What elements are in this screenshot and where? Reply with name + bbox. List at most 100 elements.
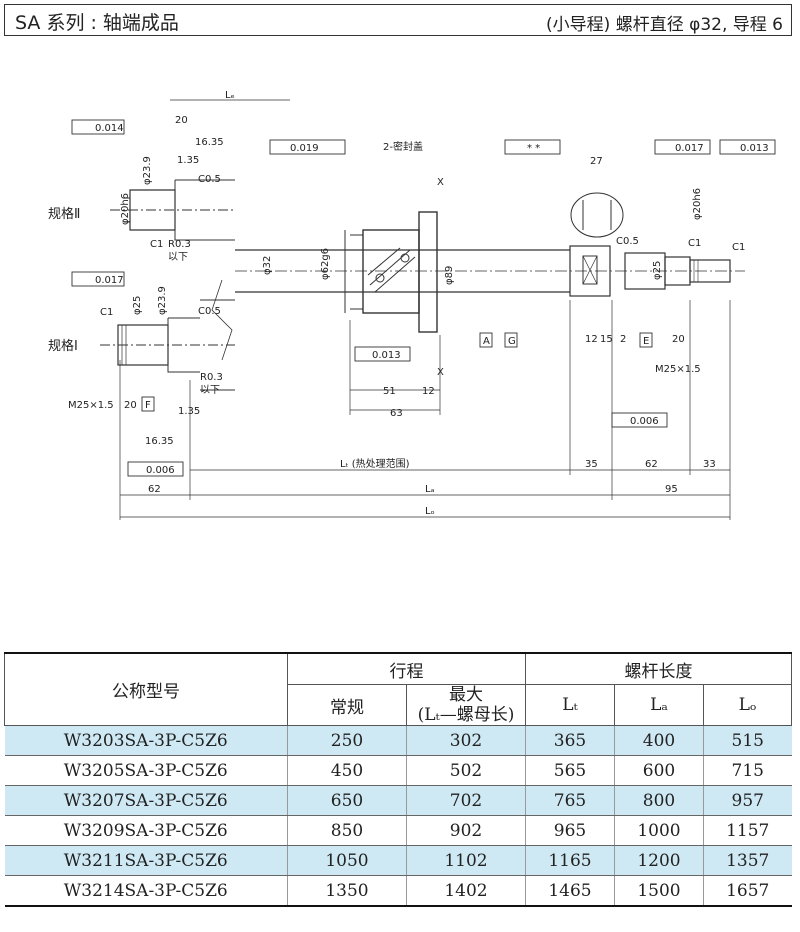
page-subtitle: (小导程) 螺杆直径 φ32, 导程 6 — [546, 15, 783, 35]
dim-2: 2 — [620, 334, 626, 345]
cell-normal: 450 — [287, 755, 407, 786]
right-shaft-end — [569, 192, 731, 297]
cell-max: 1402 — [406, 875, 526, 907]
cell-lo: 715 — [703, 755, 792, 786]
cell-normal: 1050 — [287, 845, 407, 876]
spec2-shaft-end — [110, 179, 235, 241]
cell-model: W3207SA-3P-C5Z6 — [4, 785, 288, 816]
datum-g: G — [508, 336, 516, 347]
lo-label: Lₒ — [425, 506, 435, 517]
dim-c1-bottom: C1 — [100, 307, 113, 318]
screw-shaft — [235, 249, 745, 293]
col-length: 螺杆长度 — [525, 652, 792, 685]
col-la: Lₐ — [614, 684, 704, 726]
dim-c05-right: C0.5 — [616, 236, 639, 247]
cell-model: W3205SA-3P-C5Z6 — [4, 755, 288, 786]
cell-la: 1000 — [614, 815, 704, 846]
dim-15: 15 — [600, 334, 613, 345]
section-x-bottom: X — [437, 367, 444, 378]
table-row: W3207SA-3P-C5Z6 650 702 765 800 957 — [4, 785, 792, 816]
tol-5: 0.017 — [675, 143, 704, 154]
table-row: W3214SA-3P-C5Z6 1350 1402 1465 1500 1657 — [4, 875, 792, 907]
cell-max: 302 — [406, 725, 526, 756]
cell-normal: 650 — [287, 785, 407, 816]
cell-max: 1102 — [406, 845, 526, 876]
dim-135-bottom: 1.35 — [178, 406, 200, 417]
dim-12: 12 — [422, 386, 435, 397]
cell-la: 1500 — [614, 875, 704, 907]
cell-lo: 1157 — [703, 815, 792, 846]
dim-d239-top: φ23.9 — [142, 156, 153, 185]
cell-model: W3211SA-3P-C5Z6 — [4, 845, 288, 876]
page-title: SA 系列 : 轴端成品 — [15, 12, 179, 34]
cell-lt: 765 — [525, 785, 615, 816]
dim-c1-right-b: C1 — [732, 242, 745, 253]
spec1-shaft-end — [100, 317, 235, 373]
dim-63: 63 — [390, 408, 403, 419]
dim-d20h6-left: φ20h6 — [120, 193, 131, 225]
spec-table: 公称型号 行程 螺杆长度 常规 最大 (Lₜ—螺母长) Lₜ Lₐ Lₒ W32… — [4, 652, 792, 907]
dim-35: 35 — [585, 459, 598, 470]
cell-lt: 1165 — [525, 845, 615, 876]
dim-135-top: 1.35 — [177, 155, 199, 166]
dim-m25-left: M25×1.5 — [68, 400, 114, 411]
tol-6: 0.013 — [372, 350, 401, 361]
dim-20c: 20 — [672, 334, 685, 345]
col-max-note: (Lₜ—螺母长) — [417, 705, 515, 725]
dim-d25-right: φ25 — [652, 261, 663, 280]
section-x-top: X — [437, 177, 444, 188]
dim-62-left: 62 — [148, 484, 161, 495]
la-label: Lₐ — [425, 484, 435, 495]
table-row: W3209SA-3P-C5Z6 850 902 965 1000 1157 — [4, 815, 792, 846]
col-normal: 常规 — [287, 684, 407, 726]
spec2-label: 规格Ⅱ — [48, 206, 80, 222]
dim-below-bottom: 以下 — [200, 385, 220, 396]
cell-normal: 250 — [287, 725, 407, 756]
datum-f: F — [145, 400, 151, 411]
cell-lo: 1657 — [703, 875, 792, 907]
cell-normal: 1350 — [287, 875, 407, 907]
dim-m25-right: M25×1.5 — [655, 364, 701, 375]
col-max-label: 最大 — [449, 685, 483, 705]
dim-r03-top: R0.3 — [168, 239, 191, 250]
col-lo: Lₒ — [703, 684, 792, 726]
table-row: W3211SA-3P-C5Z6 1050 1102 1165 1200 1357 — [4, 845, 792, 876]
table-row: W3205SA-3P-C5Z6 450 502 565 600 715 — [4, 755, 792, 786]
dim-d89: φ89 — [444, 266, 455, 285]
cell-model: W3209SA-3P-C5Z6 — [4, 815, 288, 846]
cell-lo: 1357 — [703, 845, 792, 876]
cell-max: 702 — [406, 785, 526, 816]
dim-27: 27 — [590, 156, 603, 167]
cell-model: W3214SA-3P-C5Z6 — [4, 875, 288, 907]
dim-d25-left: φ25 — [132, 296, 143, 315]
dim-c1-top: C1 — [150, 239, 163, 250]
col-model: 公称型号 — [4, 652, 288, 726]
tol-7: 0.006 — [630, 416, 659, 427]
tol-4: 0.013 — [740, 143, 769, 154]
dim-d62g6: φ62g6 — [320, 248, 331, 280]
spec1-label: 规格Ⅰ — [48, 338, 78, 354]
cell-lt: 965 — [525, 815, 615, 846]
cell-lt: 1465 — [525, 875, 615, 907]
tol-1: 0.014 — [95, 123, 124, 134]
col-max: 最大 (Lₜ—螺母长) — [406, 684, 526, 726]
cell-model: W3203SA-3P-C5Z6 — [4, 725, 288, 756]
tol-3: 0.019 — [290, 143, 319, 154]
dim-12b: 12 — [585, 334, 598, 345]
dim-62-right: 62 — [645, 459, 658, 470]
cell-lt: 565 — [525, 755, 615, 786]
col-lt: Lₜ — [525, 684, 615, 726]
tolerance-frames — [71, 119, 776, 477]
ball-nut — [344, 211, 438, 333]
cell-la: 600 — [614, 755, 704, 786]
datum-e: E — [643, 336, 649, 347]
dim-33: 33 — [703, 459, 716, 470]
cell-normal: 850 — [287, 815, 407, 846]
le-label: Lₑ — [225, 90, 235, 101]
cell-max: 502 — [406, 755, 526, 786]
dim-c05-top: C0.5 — [198, 174, 221, 185]
engineering-drawing: 规格Ⅱ 规格Ⅰ 2-密封盖 Lₜ (热处理范围) Lₐ Lₒ Lₑ X X A … — [48, 90, 776, 520]
dim-d20h6-right: φ20h6 — [692, 188, 703, 220]
dim-51: 51 — [383, 386, 396, 397]
cell-max: 902 — [406, 815, 526, 846]
